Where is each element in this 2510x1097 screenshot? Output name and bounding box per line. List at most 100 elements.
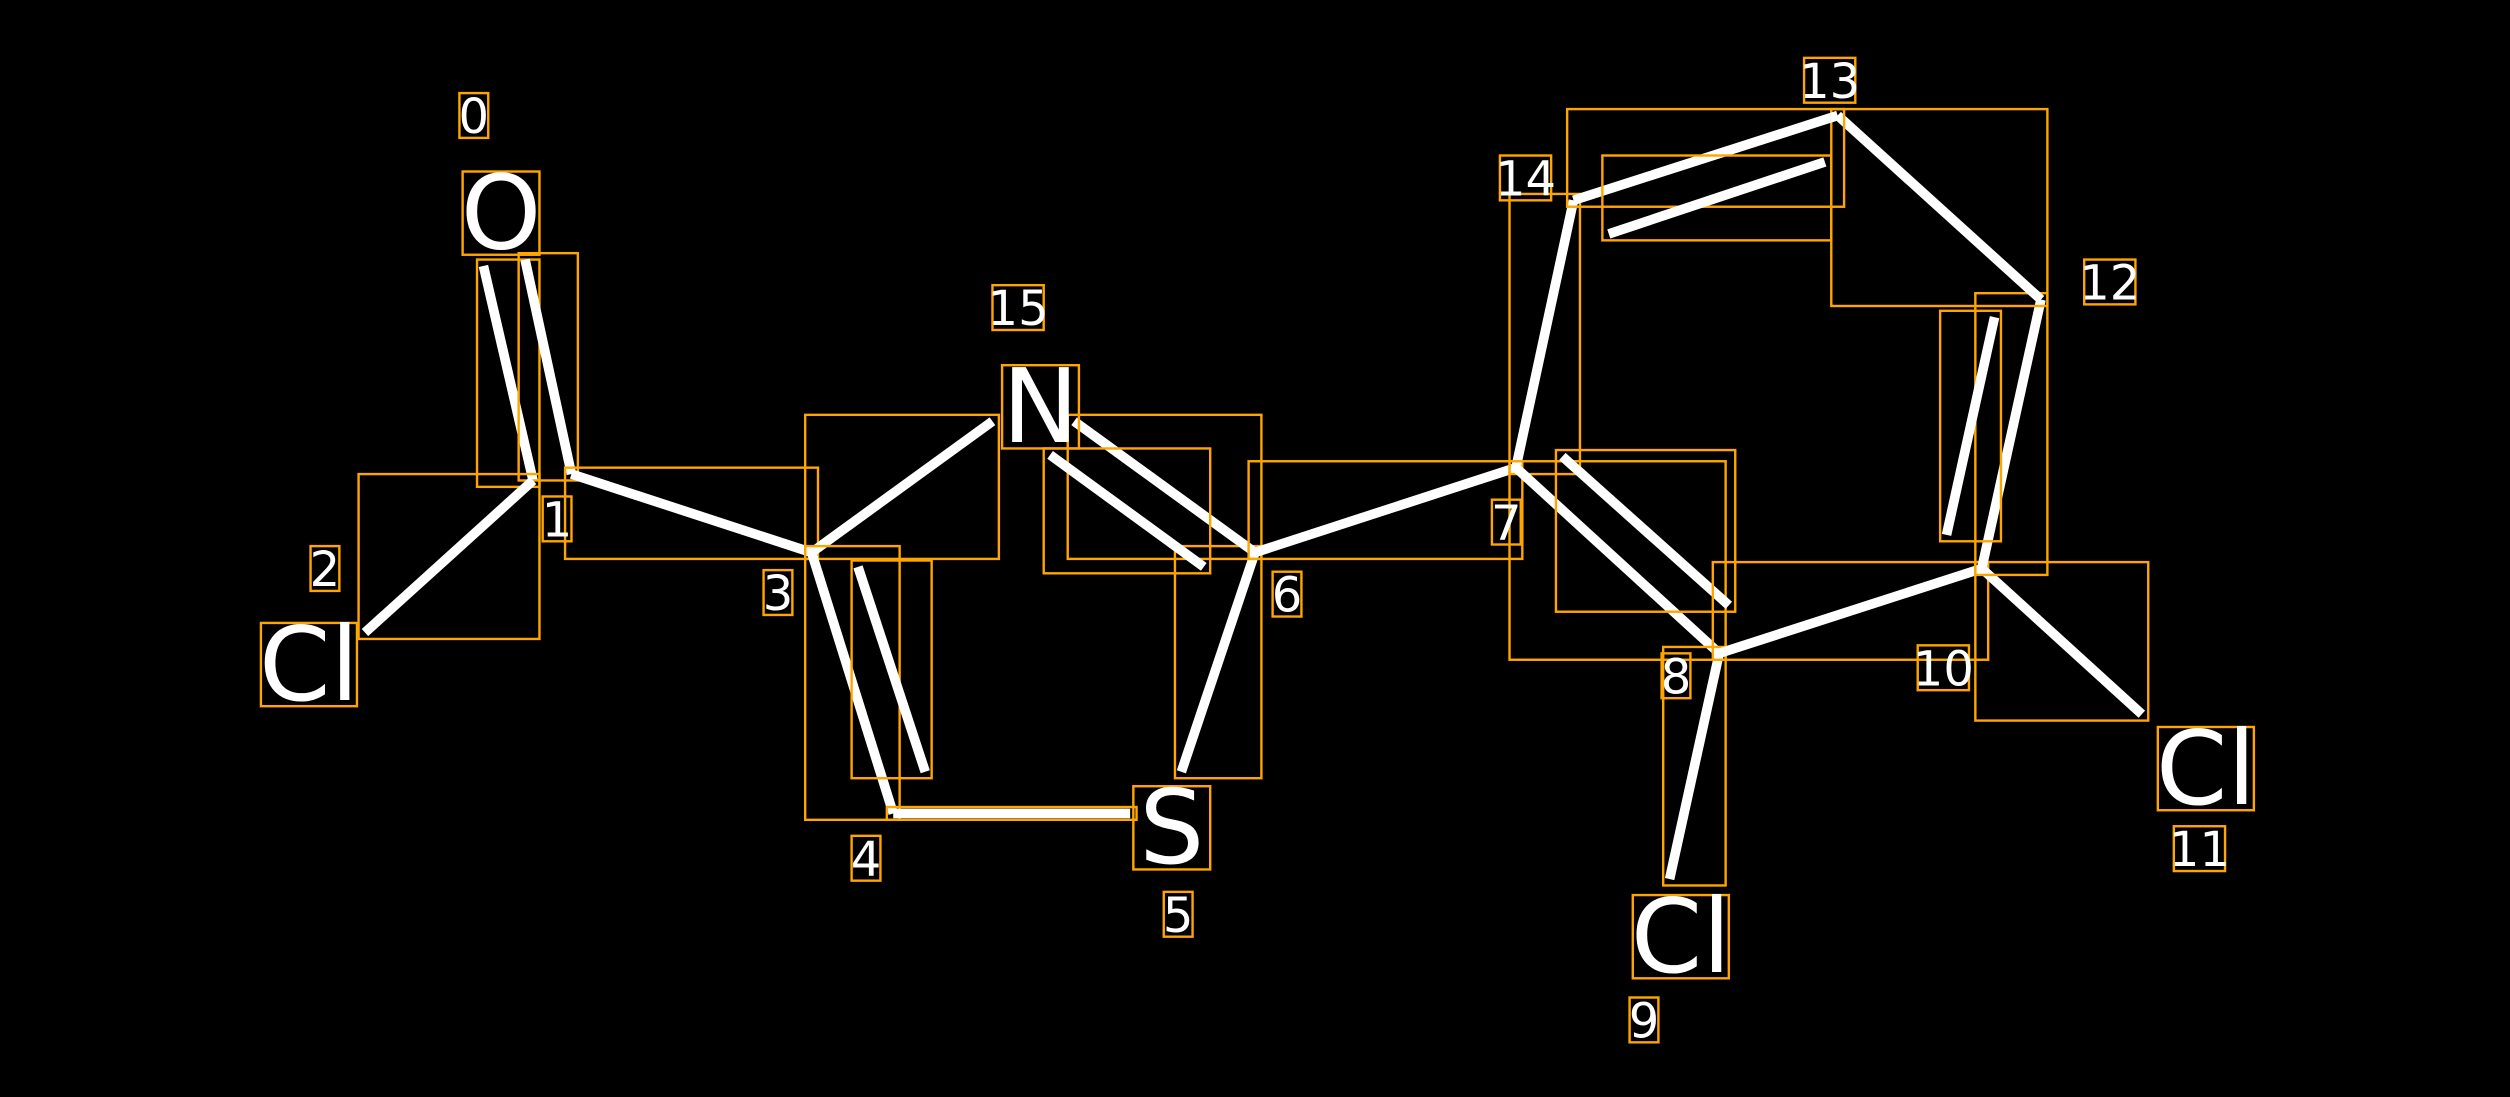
bond-bounding-box	[1508, 192, 1582, 476]
bond-line	[1071, 417, 1258, 557]
atom-index-label: 8	[1661, 649, 1692, 705]
bond-bounding-box	[517, 251, 580, 482]
bond-line	[1511, 199, 1579, 469]
bond-line	[1977, 298, 2046, 570]
bond-bounding-box	[1974, 560, 2150, 722]
atom-index-label: 1	[542, 492, 573, 548]
atom-index-label: 11	[2169, 822, 2230, 878]
bond-bounding-box	[1066, 413, 1263, 561]
bond-10-12	[1938, 291, 2049, 577]
atom-index-label: 5	[1163, 888, 1194, 944]
atom-index-box	[1498, 154, 1553, 202]
bond-8-9	[1661, 645, 1727, 887]
bond-line	[1176, 550, 1260, 774]
bond-bounding-box	[885, 805, 1138, 822]
atom-6: 6	[1271, 568, 1303, 624]
bond-line	[1978, 564, 2146, 718]
bond-line	[1607, 157, 1827, 239]
bond-bounding-box	[1661, 645, 1727, 887]
atom-index-label: 15	[988, 281, 1049, 337]
atom-label-box	[2156, 725, 2256, 812]
atom-index-label: 14	[1495, 152, 1556, 208]
bond-line	[361, 476, 537, 637]
atom-12: 12	[2079, 256, 2140, 312]
atom-index-box	[1802, 56, 1857, 104]
bond-1-3	[563, 466, 820, 561]
atom-index-box	[2082, 258, 2137, 306]
bond-bounding-box	[1247, 460, 1524, 561]
bond-bounding-box	[803, 413, 1001, 561]
atom-label-box	[259, 621, 359, 708]
bond-6-7	[1247, 460, 1524, 561]
bond-8-10	[1711, 560, 1990, 661]
bond-line	[569, 469, 814, 558]
bond-line	[1664, 652, 1724, 881]
atom-index-box	[1628, 996, 1660, 1044]
bond-bounding-box	[1938, 309, 2003, 543]
bond-1-2	[357, 472, 541, 641]
bond-4-5	[885, 805, 1138, 822]
atom-index-box	[991, 283, 1045, 332]
bond-line	[1559, 452, 1733, 609]
bond-10-11	[1974, 560, 2150, 722]
bond-line	[478, 264, 538, 482]
atom-index-label: 2	[310, 542, 341, 598]
bond-bounding-box	[1173, 544, 1263, 780]
atom-label-box	[461, 170, 541, 256]
atom-index-label: 0	[459, 89, 490, 145]
atom-10: 10	[1913, 641, 1974, 697]
bond-line	[808, 417, 996, 557]
atom-8: 8	[1660, 649, 1692, 705]
bond-bounding-box	[563, 466, 820, 561]
atom-13: 13	[1799, 54, 1860, 110]
bond-bounding-box	[1711, 560, 1990, 661]
atom-5: S5	[1132, 769, 1212, 944]
atom-element-label: Cl	[1631, 878, 1731, 997]
bond-13-14	[1565, 107, 1846, 242]
atom-index-box	[850, 834, 882, 882]
atom-7: 7	[1490, 496, 1522, 552]
atom-index-box	[541, 495, 573, 543]
atom-index-label: 9	[1629, 994, 1660, 1050]
bond-bounding-box	[1974, 291, 2049, 577]
bond-bounding-box	[1601, 154, 1833, 242]
atom-index-label: 10	[1913, 641, 1974, 697]
bond-7-8	[1508, 448, 1737, 661]
bond-line	[1717, 563, 1984, 658]
atom-index-box	[1271, 570, 1303, 618]
atom-2: Cl 2	[259, 542, 359, 725]
bond-line	[1834, 111, 2045, 304]
atom-14: 14	[1495, 152, 1556, 208]
atom-4: 4	[850, 832, 882, 888]
bonds-layer	[357, 107, 2150, 887]
atom-element-label: Cl	[259, 606, 359, 725]
atom-15: N15	[988, 281, 1081, 467]
bond-6-15	[1042, 413, 1263, 575]
bond-3-15	[803, 413, 1001, 561]
atom-index-box	[1660, 652, 1692, 700]
bond-line	[1941, 316, 2000, 536]
atom-index-box	[2172, 825, 2227, 873]
bond-bounding-box	[1554, 448, 1737, 613]
atom-label-box	[1000, 364, 1081, 450]
atom-index-box	[1916, 644, 1971, 692]
atom-index-box	[762, 568, 794, 617]
bond-bounding-box	[1565, 107, 1846, 208]
bond-bounding-box	[357, 472, 541, 641]
bond-line	[1572, 110, 1840, 205]
atom-label-box	[1631, 893, 1731, 980]
atom-index-label: 12	[2079, 256, 2140, 312]
atom-index-box	[309, 544, 341, 593]
bond-line	[1512, 464, 1723, 657]
bond-bounding-box	[850, 559, 933, 780]
atom-element-label: Cl	[2156, 710, 2256, 829]
atom-index-box	[1490, 498, 1522, 546]
atom-index-label: 6	[1272, 568, 1303, 624]
atom-element-label: O	[461, 154, 542, 273]
bond-3-4	[803, 544, 933, 822]
bond-line	[853, 565, 930, 774]
bond-bounding-box	[475, 258, 541, 489]
